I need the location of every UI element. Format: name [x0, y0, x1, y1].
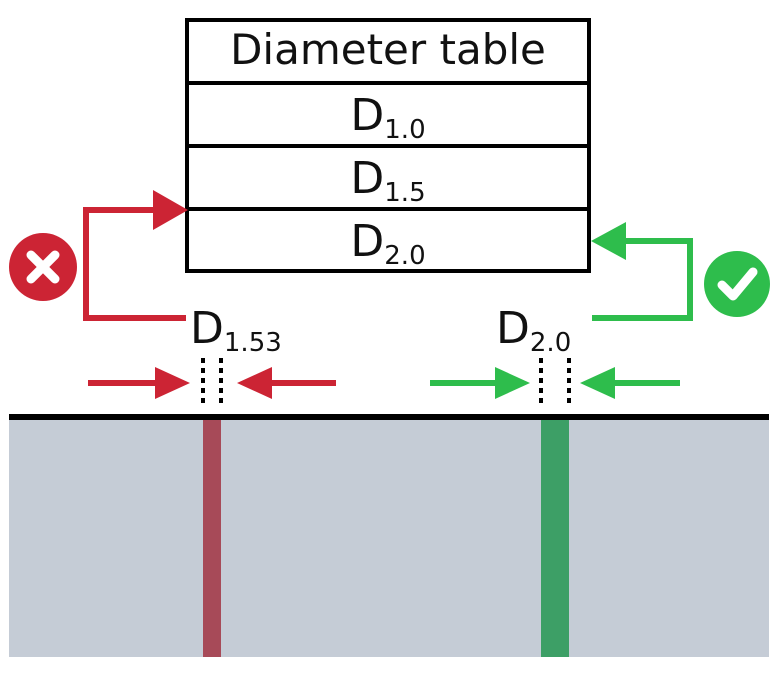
table-row-3: D2.0 — [350, 216, 425, 271]
check-circle-icon — [704, 251, 770, 317]
right-measure-label: D2.0 — [496, 303, 571, 358]
left-lookup-connector — [83, 190, 188, 321]
right-lookup-connector — [591, 222, 693, 321]
left-measure-label: D1.53 — [190, 303, 282, 358]
x-circle-icon — [9, 233, 77, 301]
left-hole — [203, 420, 221, 657]
table-title: Diameter table — [230, 25, 546, 74]
left-caliper-arrows — [88, 367, 336, 399]
diameter-table: Diameter table D1.0 D1.5 D2.0 — [185, 18, 591, 273]
right-dotted-marker — [539, 358, 571, 407]
table-row-2: D1.5 — [350, 153, 425, 208]
table-row-1: D1.0 — [350, 90, 425, 145]
left-dotted-marker — [201, 358, 223, 407]
material-block — [9, 417, 769, 657]
right-caliper-arrows — [430, 367, 680, 399]
right-hole — [541, 420, 569, 657]
